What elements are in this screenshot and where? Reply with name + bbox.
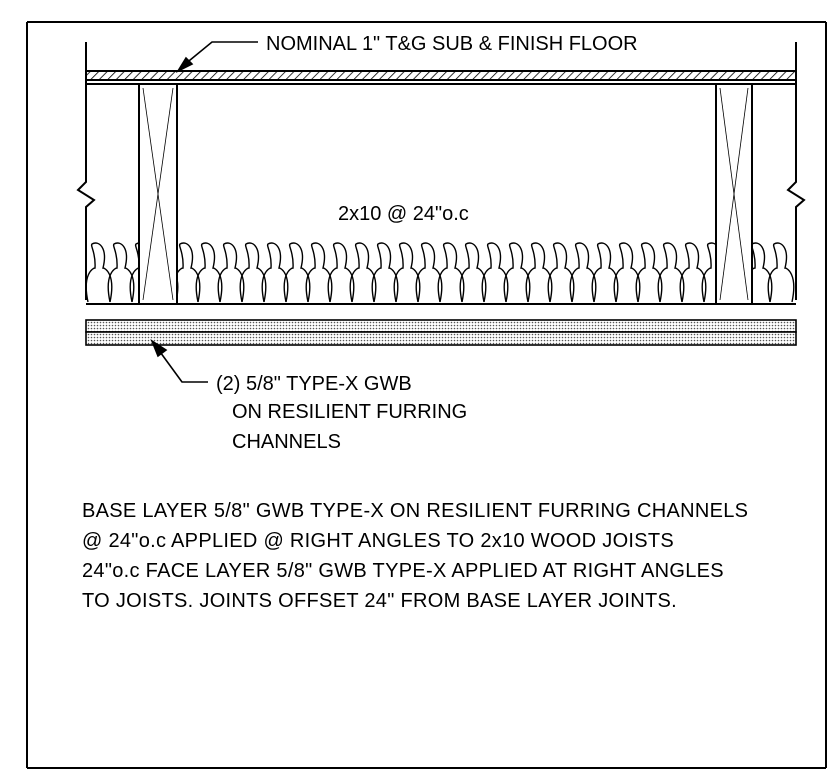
insulation-loop	[591, 242, 619, 303]
insulation-loop	[459, 242, 487, 303]
note-line-2: @ 24"o.c APPLIED @ RIGHT ANGLES TO 2x10 …	[82, 530, 675, 552]
insulation-loop	[767, 242, 795, 303]
gwb-layers	[85, 303, 797, 346]
insulation-loop	[613, 242, 641, 303]
insulation-loop	[305, 242, 333, 303]
bottom-leader	[150, 338, 208, 383]
note-line-4: TO JOISTS. JOINTS OFFSET 24" FROM BASE L…	[82, 590, 678, 612]
insulation-loop	[415, 242, 443, 303]
insulation-loop	[283, 242, 311, 303]
joist-left	[138, 83, 178, 305]
top-leader	[175, 41, 258, 73]
insulation-loop	[393, 242, 421, 303]
insulation-loop	[349, 242, 377, 303]
joist-spec-label: 2x10 @ 24"o.c	[338, 203, 469, 225]
insulation-loop	[195, 242, 223, 303]
insulation-loop	[503, 242, 531, 303]
insulation-loop	[569, 242, 597, 303]
insulation-loop	[481, 242, 509, 303]
insulation-batts	[85, 242, 795, 303]
bottom-callout-line2: ON RESILIENT FURRING	[232, 401, 467, 423]
insulation-loop	[657, 242, 685, 303]
insulation-loop	[635, 242, 663, 303]
sheet-border	[26, 21, 827, 769]
insulation-loop	[525, 242, 553, 303]
insulation-loop	[547, 242, 575, 303]
top-callout-label: NOMINAL 1" T&G SUB & FINISH FLOOR	[266, 33, 638, 55]
insulation-loop	[239, 242, 267, 303]
insulation-loop	[173, 242, 201, 303]
insulation-loop	[327, 242, 355, 303]
insulation-loop	[107, 242, 135, 303]
insulation-loop	[85, 242, 113, 303]
note-line-3: 24"o.c FACE LAYER 5/8" GWB TYPE-X APPLIE…	[82, 560, 724, 582]
joist-right	[715, 83, 753, 305]
insulation-loop	[679, 242, 707, 303]
insulation-loop	[261, 242, 289, 303]
subfloor	[85, 70, 797, 85]
break-lines	[76, 42, 806, 300]
note-line-1: BASE LAYER 5/8" GWB TYPE-X ON RESILIENT …	[82, 500, 749, 522]
bottom-callout-line3: CHANNELS	[232, 431, 341, 453]
insulation-loop	[371, 242, 399, 303]
insulation-loop	[437, 242, 465, 303]
insulation-loop	[217, 242, 245, 303]
bottom-callout-line1: (2) 5/8" TYPE-X GWB	[216, 373, 412, 395]
